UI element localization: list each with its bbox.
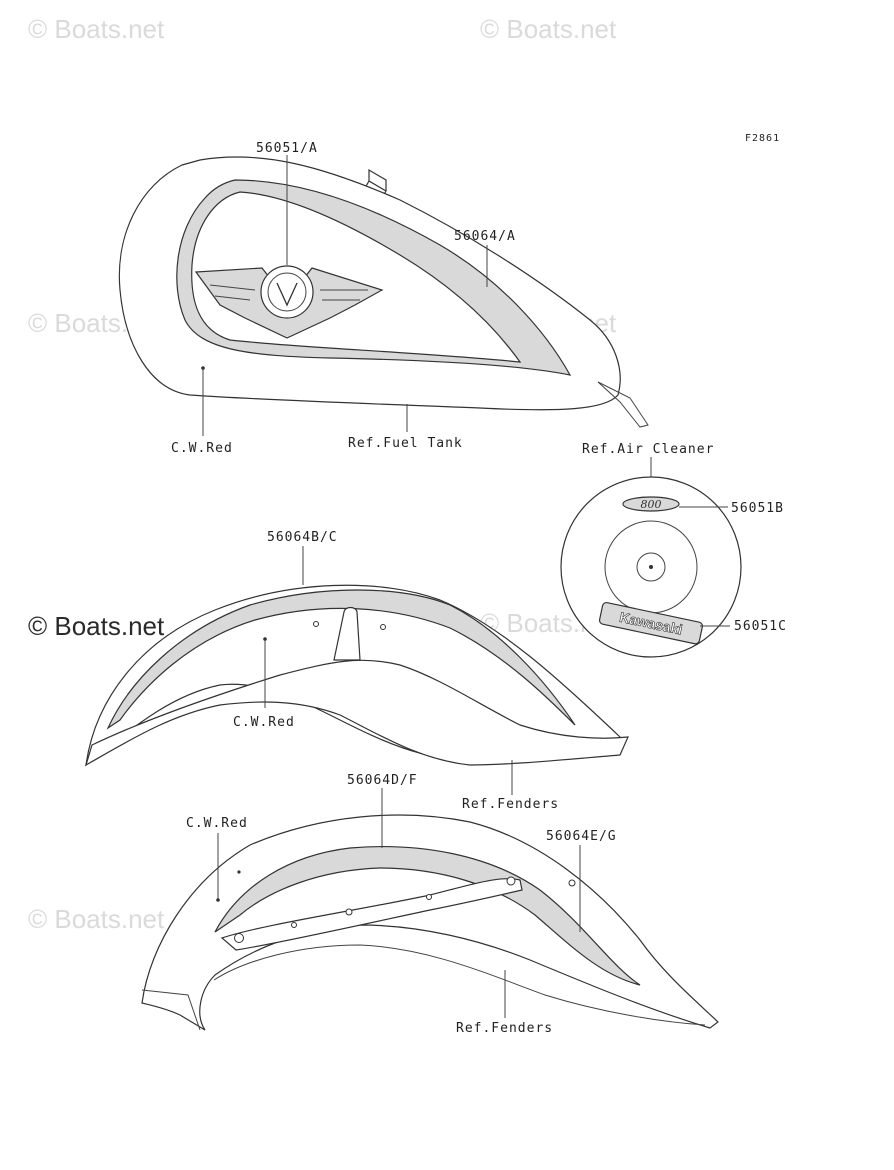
label-front-color: C.W.Red bbox=[233, 715, 295, 730]
label-part-56051b: 56051B bbox=[731, 501, 784, 516]
strap-hole-3 bbox=[426, 894, 432, 900]
front-fender-bracket bbox=[333, 606, 361, 661]
label-part-56064-a: 56064/A bbox=[454, 229, 516, 244]
rear-fender-tab bbox=[141, 989, 201, 1031]
label-ref-air-cleaner: Ref.Air Cleaner bbox=[582, 442, 714, 457]
front-fender-lip bbox=[84, 659, 629, 767]
strap-hole-1 bbox=[291, 922, 297, 928]
figure-code: F2861 bbox=[745, 133, 780, 144]
label-tank-color: C.W.Red bbox=[171, 441, 233, 456]
air-cleaner-cover: 800 Kawasaki bbox=[560, 457, 742, 658]
front-fender-stripe bbox=[106, 589, 576, 730]
emblem-800-text: 800 bbox=[641, 498, 662, 511]
strap-bolt-2 bbox=[506, 876, 516, 886]
strap-hole-2 bbox=[345, 908, 353, 916]
tank-stripe bbox=[176, 179, 572, 376]
tank-nose bbox=[597, 381, 649, 428]
mount-hole-1 bbox=[313, 621, 319, 627]
watermarks: © Boats.net © Boats.net © Boats.net © Bo… bbox=[28, 14, 617, 934]
fuel-tank bbox=[118, 155, 649, 436]
rear-fender-hole bbox=[568, 879, 576, 887]
strap-bolt-1 bbox=[234, 933, 244, 943]
air-cleaner-center bbox=[636, 552, 666, 582]
tank-outline bbox=[118, 156, 621, 411]
watermark-1: © Boats.net bbox=[28, 14, 165, 44]
rear-fender-inner-edge bbox=[213, 944, 706, 1026]
rear-fender-stripe bbox=[214, 846, 641, 986]
emblem-800-icon bbox=[622, 496, 680, 512]
label-ref-rear-fenders: Ref.Fenders bbox=[456, 1021, 553, 1036]
rear-fender-strap bbox=[220, 878, 523, 951]
label-rear-color: C.W.Red bbox=[186, 816, 248, 831]
label-part-56051-a: 56051/A bbox=[256, 141, 318, 156]
mount-hole-2 bbox=[380, 624, 386, 630]
v-wing-emblem bbox=[194, 265, 384, 339]
label-part-56064d-f: 56064D/F bbox=[347, 773, 418, 788]
watermark-7: © Boats.net bbox=[28, 904, 165, 934]
label-part-56064e-g: 56064E/G bbox=[546, 829, 617, 844]
front-fender bbox=[84, 546, 629, 795]
label-part-56064b-c: 56064B/C bbox=[267, 530, 338, 545]
label-part-56051c: 56051C bbox=[734, 619, 787, 634]
label-ref-fuel-tank: Ref.Fuel Tank bbox=[348, 436, 463, 451]
watermark-2: © Boats.net bbox=[480, 14, 617, 44]
watermark-5: © Boats.net bbox=[28, 611, 165, 641]
rear-fender bbox=[141, 788, 719, 1031]
label-ref-front-fenders: Ref.Fenders bbox=[462, 797, 559, 812]
